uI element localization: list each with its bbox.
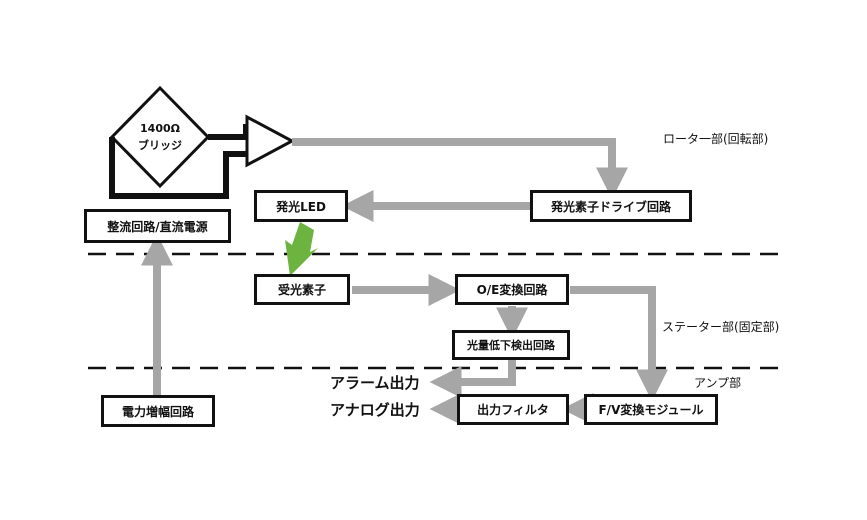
bridge-resistance: 1400Ω	[140, 122, 180, 135]
arrow-detector-to-alarm	[429, 360, 516, 398]
alarm-output-label: アラーム出力	[330, 374, 420, 392]
power-amp-block: 電力増幅回路	[101, 395, 215, 427]
oe-converter-block: O/E変換回路	[455, 274, 569, 305]
analog-output-label: アナログ出力	[330, 401, 420, 419]
bridge-diamond-shape	[109, 85, 211, 189]
optical-link-lightning-icon	[285, 222, 318, 276]
zone-label-amp: アンプ部	[694, 376, 742, 390]
amplifier-triangle	[245, 114, 296, 168]
photodetector-block: 受光素子	[254, 274, 350, 305]
light-drop-detector-block: 光量低下検出回路	[452, 330, 570, 360]
led-drive-block: 発光素子ドライブ回路	[530, 190, 692, 222]
zone-label-stator: ステーター部(固定部)	[662, 320, 780, 334]
bridge-label: 1400Ω ブリッジ	[130, 120, 190, 154]
output-filter-block: 出力フィルタ	[457, 394, 569, 425]
arrow-oe-to-fv	[570, 286, 668, 402]
arrow-amp-to-drive	[292, 138, 628, 200]
zone-label-rotor: ロータ一部(回転部)	[663, 132, 769, 146]
led-block: 発光LED	[254, 190, 348, 222]
fv-module-block: F/V変換モジュール	[584, 394, 718, 425]
rectifier-block: 整流回路/直流電源	[84, 209, 231, 243]
bridge-name: ブリッジ	[138, 139, 182, 152]
